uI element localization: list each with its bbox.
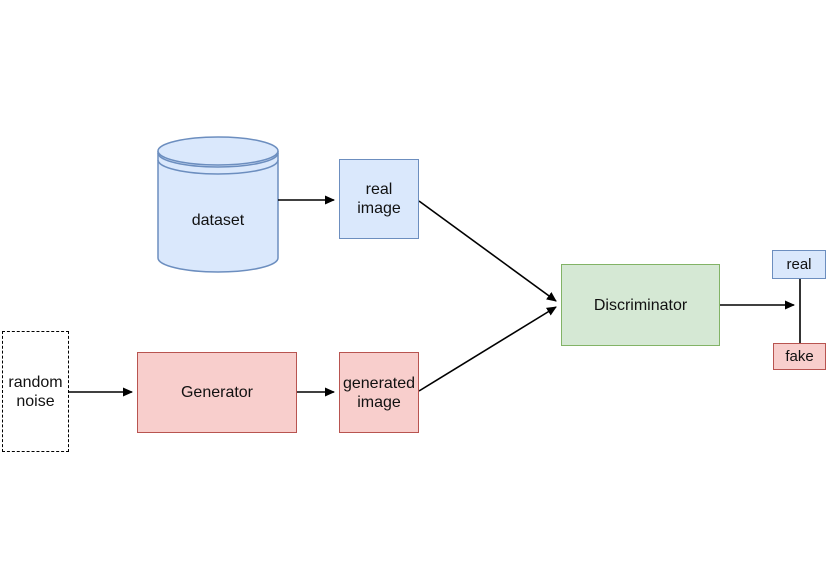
node-discriminator-label: Discriminator bbox=[593, 296, 688, 314]
node-generated-image-line1: generated bbox=[342, 374, 416, 392]
node-generated-image: generated image bbox=[339, 352, 419, 433]
node-generator-label: Generator bbox=[180, 384, 254, 401]
node-discriminator: Discriminator bbox=[561, 264, 720, 346]
node-generated-image-line2: image bbox=[357, 393, 401, 411]
node-real-image-line1: real bbox=[365, 181, 393, 198]
node-dataset-label: dataset bbox=[191, 212, 245, 229]
dataset-cylinder-shape bbox=[157, 136, 279, 273]
node-random-noise-line1: random bbox=[8, 373, 63, 391]
node-output-fake-label: fake bbox=[785, 348, 814, 365]
node-real-image-line2: image bbox=[357, 200, 401, 217]
edge-real-image-to-discriminator bbox=[418, 200, 557, 302]
edge-generated-image-to-discriminator bbox=[418, 306, 557, 392]
node-output-fake: fake bbox=[773, 343, 826, 370]
node-generator: Generator bbox=[137, 352, 297, 433]
node-real-image: real image bbox=[339, 159, 419, 239]
node-output-real-label: real bbox=[786, 256, 812, 273]
node-random-noise-line2: noise bbox=[16, 392, 55, 410]
node-random-noise: random noise bbox=[2, 331, 69, 452]
node-output-real: real bbox=[772, 250, 826, 279]
